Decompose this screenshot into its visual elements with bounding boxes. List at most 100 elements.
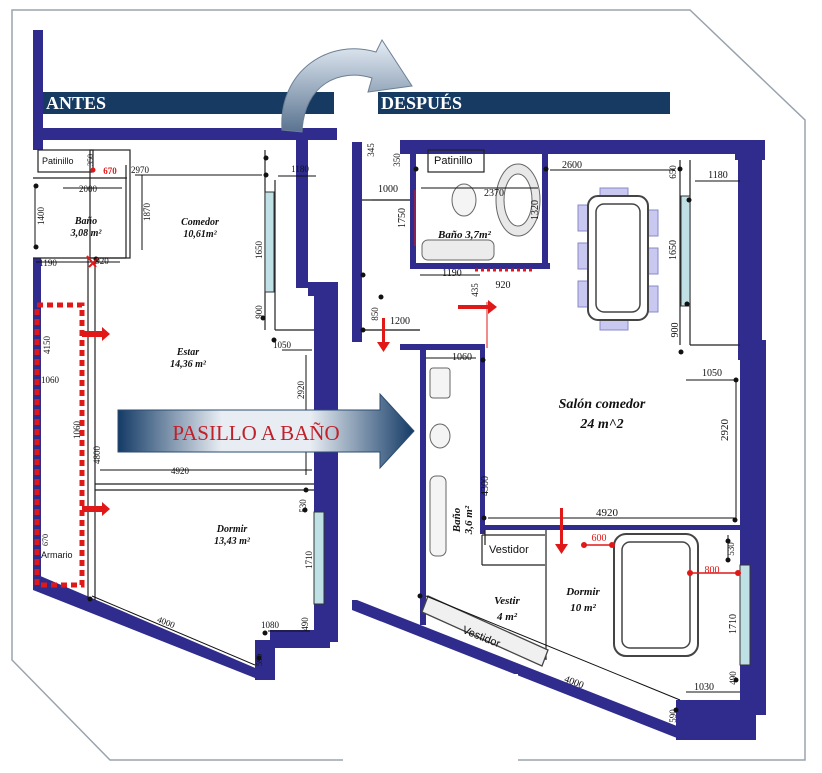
dimension-before-d2970: 2970 (131, 165, 150, 175)
dimension-before-d1050: 1050 (273, 340, 292, 350)
dimension-after-d490: 490 (728, 671, 738, 685)
room-area-after-bano2: 3,6 m² (463, 505, 475, 535)
room-area-after-vestir: 4 m² (496, 611, 518, 623)
room-area-before-dormir: 13,43 m² (214, 536, 251, 547)
wall (420, 345, 426, 625)
dimension-after-d920: 920 (496, 280, 511, 291)
room-label-after-vestidor_top: Vestidor (489, 544, 529, 556)
dimension-before-d1180: 1180 (291, 164, 309, 174)
dimension-after-d2920: 2920 (719, 419, 731, 442)
dimension-before-d920: 920 (95, 256, 109, 266)
dimension-after-d600: 600 (592, 533, 607, 544)
dining-table (577, 187, 659, 331)
room-label-after-salon: Salón comedor (559, 397, 646, 412)
wall (33, 128, 337, 140)
header-before: ANTES (46, 93, 106, 113)
room-label-after-bano: Baño 3,7m² (437, 229, 492, 241)
wall (480, 344, 485, 534)
header-after: DESPUÉS (381, 92, 462, 113)
bed (613, 533, 699, 657)
window (680, 195, 691, 307)
window (313, 511, 325, 605)
dimension-after-d1200: 1200 (390, 316, 410, 327)
pasillo-outline (34, 302, 85, 588)
window (739, 564, 751, 666)
room-label-before-estar: Estar (176, 347, 199, 358)
wall (410, 150, 416, 268)
dimension-after-d1320: 1320 (530, 200, 541, 220)
room-label-before-bano: Baño (74, 216, 97, 227)
room-area-before-estar: 14,36 m² (170, 359, 207, 370)
bathroom-fixtures (421, 163, 541, 557)
dimension-before-d670a: 670 (103, 166, 117, 176)
dimension-before-d1870: 1870 (142, 203, 152, 222)
dimension-before-d900: 900 (254, 305, 264, 319)
room-label-after-dormir: Dormir (565, 586, 600, 598)
room-label-after-bano2: Baño (451, 507, 463, 533)
header-after-bar (378, 92, 670, 114)
dimension-before-d1400: 1400 (36, 207, 46, 226)
dimension-after-d850: 850 (370, 307, 380, 321)
dimension-before-d4150: 4150 (42, 336, 52, 355)
wall (542, 150, 548, 268)
dimension-before-d2920: 2920 (296, 381, 306, 400)
dimension-after-d530: 530 (726, 542, 736, 556)
curved-arrow-icon (281, 38, 413, 133)
wall (484, 525, 740, 530)
wall (296, 128, 308, 288)
dimension-before-d590: 590 (255, 654, 264, 666)
dimension-before-d530: 530 (298, 499, 308, 513)
blank-patch (343, 674, 518, 773)
dimension-after-d350: 350 (392, 153, 402, 167)
dimension-after-d1060: 1060 (452, 352, 472, 363)
vestidor-bottom-box (421, 595, 549, 667)
room-label-before-dormir: Dormir (216, 524, 248, 535)
dimension-before-d1060b: 1060 (72, 421, 82, 440)
dimension-after-d1750: 1750 (397, 208, 408, 228)
dimension-after-d1190: 1190 (442, 268, 462, 279)
wall (33, 30, 43, 150)
dimension-before-d1190: 1190 (39, 258, 57, 268)
wall (352, 600, 682, 740)
dimension-after-d1030: 1030 (694, 682, 714, 693)
room-area-after-dormir: 10 m² (570, 602, 596, 614)
dimension-before-d1060: 1060 (41, 375, 60, 385)
dimension-after-d4920: 4920 (596, 507, 619, 519)
wall (738, 155, 762, 350)
dimension-after-d1180: 1180 (708, 170, 728, 181)
after-plan (90, 140, 766, 740)
dimension-before-d2000: 2000 (79, 184, 98, 194)
room-area-after-salon: 24 m^2 (579, 417, 623, 432)
room-label-after-vestir: Vestir (494, 595, 520, 607)
room-label-before-patinillo: Patinillo (42, 156, 74, 166)
dimension-after-d435: 435 (470, 283, 480, 297)
dimension-after-d2370: 2370 (484, 188, 504, 199)
pasillo-banner-arrow: PASILLO A BAÑO (117, 392, 415, 470)
dimension-before-d4920: 4920 (171, 466, 190, 476)
dimension-before-d490: 490 (300, 617, 310, 631)
room-area-before-bano: 3,08 m² (70, 228, 103, 239)
room-label-before-comedor: Comedor (181, 217, 219, 228)
before-plan (33, 30, 338, 680)
wall (270, 630, 330, 648)
dimension-after-d1710: 1710 (728, 614, 739, 634)
wall (255, 640, 275, 680)
room-label-after-patinillo: Patinillo (434, 155, 473, 167)
dimension-before-d350: 350 (86, 154, 95, 166)
wall (400, 140, 745, 154)
dimension-after-d1650: 1650 (668, 240, 679, 260)
dimension-after-d800: 800 (705, 565, 720, 576)
dimension-before-d4800: 4800 (92, 446, 102, 465)
dimension-after-d590: 590 (668, 709, 678, 723)
wall (676, 700, 756, 740)
dimension-after-d2600: 2600 (562, 160, 582, 171)
dimension-after-d1000: 1000 (378, 184, 398, 195)
dimension-before-d1080: 1080 (261, 620, 280, 630)
wall (410, 263, 550, 269)
header-before-bar (43, 92, 334, 114)
pasillo-banner-text: PASILLO A BAÑO (172, 421, 339, 445)
dimension-after-d4300: 4300 (480, 476, 491, 496)
dimension-after-d900: 900 (670, 323, 681, 338)
dimension-before-d1650: 1650 (254, 241, 264, 260)
